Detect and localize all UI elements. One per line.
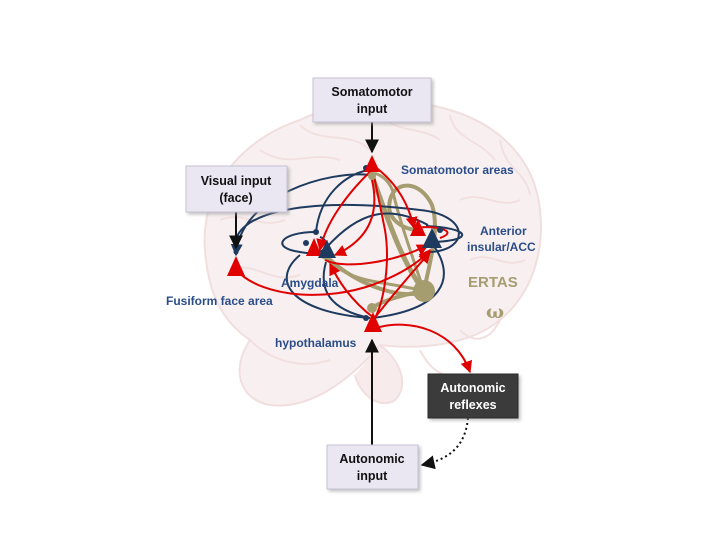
somatomotor-input-box: Somatomotor input	[312, 77, 432, 123]
autonomic-input-box: Autonomic input	[326, 444, 419, 490]
neuron-amygdala-red	[306, 238, 322, 256]
visual-input-box: Visual input (face)	[185, 165, 288, 213]
somatomotor-input-line1: Somatomotor	[331, 85, 412, 99]
brain-background-icon	[203, 100, 542, 407]
excitatory-connections	[235, 165, 473, 374]
autonomic-reflexes-line1: Autonomic	[440, 381, 505, 395]
neuron-somatomotor-red	[364, 155, 380, 172]
inhibitory-connections	[230, 169, 463, 319]
label-anterior-line1: Anterior	[480, 224, 527, 238]
label-ertas: ERTAS	[468, 274, 518, 291]
label-hypothalamus: hypothalamus	[275, 336, 357, 350]
label-anterior-line2: insular/ACC	[467, 240, 536, 254]
autonomic-input-line1: Autonomic	[339, 452, 404, 466]
autonomic-reflexes-line2: reflexes	[449, 398, 496, 412]
ertas-hub-icon	[413, 280, 435, 302]
visual-input-line2: (face)	[219, 191, 252, 205]
neuron-fusiform-red	[227, 256, 245, 276]
autonomic-reflexes-box: Autonomic reflexes	[427, 373, 519, 419]
neuron-insular-navy	[422, 228, 442, 248]
input-arrows	[229, 122, 469, 470]
label-amygdala: Amygdala	[281, 276, 339, 290]
autonomic-input-line2: input	[357, 469, 388, 483]
neuron-amygdala-navy	[318, 240, 336, 258]
label-fusiform-face-area: Fusiform face area	[166, 294, 273, 308]
label-omega: ω	[486, 301, 504, 323]
label-somatomotor-areas: Somatomotor areas	[401, 163, 514, 177]
neuron-hypothalamus-red	[364, 312, 382, 332]
neuron-insular-red	[410, 219, 426, 236]
visual-input-line1: Visual input	[201, 174, 272, 188]
somatomotor-input-line2: input	[357, 102, 388, 116]
